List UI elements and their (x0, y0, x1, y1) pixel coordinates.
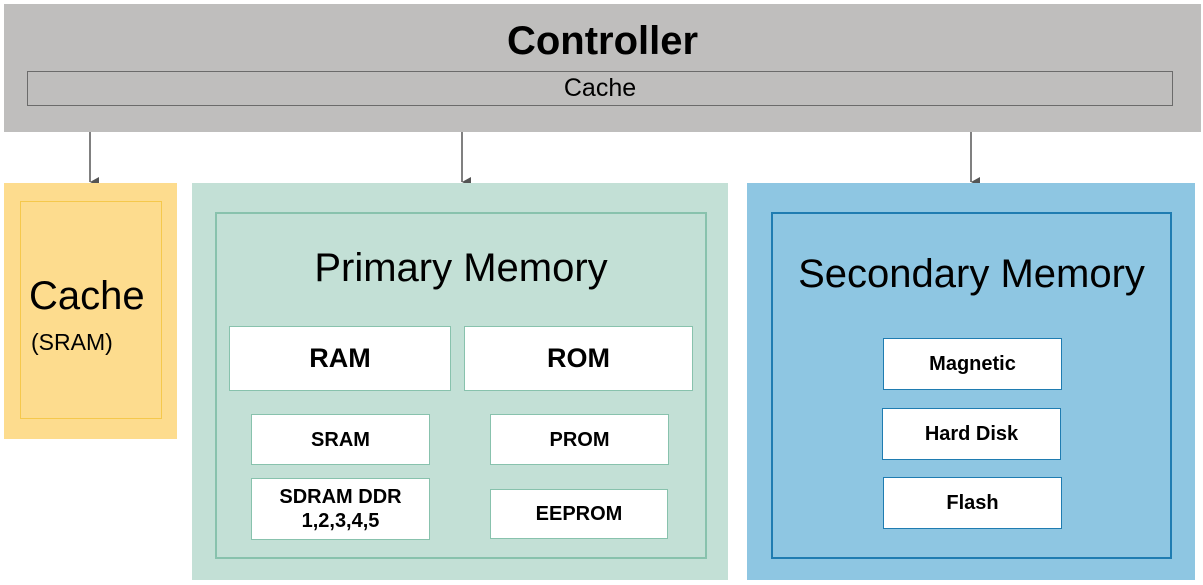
secondary-memory-frame (771, 212, 1172, 559)
cache-panel (4, 183, 177, 439)
primary-memory-frame (215, 212, 707, 559)
secondary-type-flash: Flash (883, 477, 1062, 529)
rom-type-prom: PROM (490, 414, 669, 465)
rom-box: ROM (464, 326, 693, 391)
cache-inner-frame (20, 201, 162, 419)
rom-type-eeprom: EEPROM (490, 489, 668, 539)
secondary-type-magnetic: Magnetic (883, 338, 1062, 390)
ram-box: RAM (229, 326, 451, 391)
controller-cache-bar: Cache (27, 71, 1173, 106)
controller-panel (4, 4, 1201, 132)
secondary-memory-title: Secondary Memory (798, 252, 1145, 296)
ram-type-sdram: SDRAM DDR 1,2,3,4,5 (251, 478, 430, 540)
controller-title: Controller (506, 19, 699, 63)
cache-title: Cache (29, 274, 145, 318)
primary-memory-title: Primary Memory (314, 246, 608, 290)
cache-subtitle: (SRAM) (31, 329, 113, 355)
ram-type-sram: SRAM (251, 414, 430, 465)
secondary-type-hard-disk: Hard Disk (882, 408, 1061, 460)
